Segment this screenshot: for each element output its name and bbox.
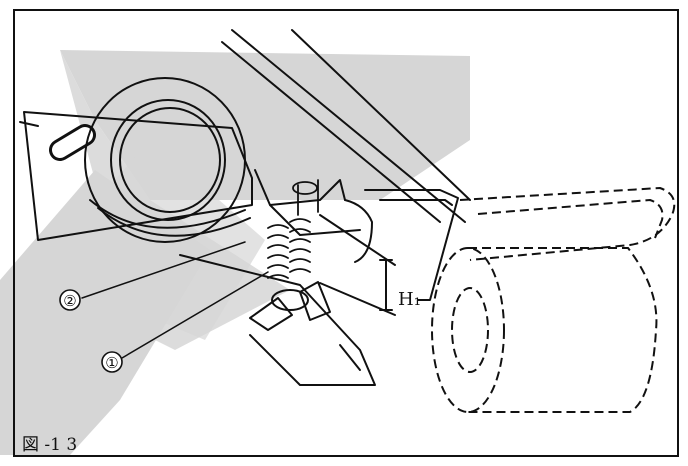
guide-plate-inner <box>379 199 453 206</box>
label-h1: H₁ <box>398 289 421 310</box>
base-plate <box>23 111 253 241</box>
watermark-band-center <box>80 140 265 340</box>
label-part-2: ② <box>63 292 76 310</box>
callout-circle-2 <box>59 289 81 311</box>
rail-line <box>221 41 441 223</box>
roller-bore <box>451 287 489 373</box>
plate-edge <box>19 121 39 127</box>
guide-plate <box>364 189 459 301</box>
bracket-arm <box>254 169 346 206</box>
callout-circle-1 <box>101 351 123 373</box>
leader-line-1 <box>121 271 269 359</box>
plate-slot <box>49 124 96 161</box>
wing-right <box>299 281 331 321</box>
wing-left <box>249 297 293 331</box>
reel-outer <box>84 77 246 243</box>
callout-1: ① <box>101 351 123 373</box>
roller-body <box>468 247 658 413</box>
figure-frame <box>13 9 679 457</box>
reel-base <box>89 199 246 229</box>
spring-left <box>267 224 289 279</box>
watermark-arrow <box>0 50 470 455</box>
roller-front <box>431 247 505 413</box>
phantom-arm <box>459 186 676 261</box>
phantom-roller <box>431 186 676 413</box>
spring-right <box>289 218 311 273</box>
spring-post <box>297 179 319 216</box>
reel-rim <box>110 99 226 221</box>
rod-collar <box>344 199 373 263</box>
reel-base-edge <box>97 207 251 237</box>
leader-line-2 <box>81 241 246 299</box>
rod <box>319 214 396 266</box>
lower-bracket <box>179 254 376 386</box>
nut-body <box>271 289 309 311</box>
spring-assembly <box>267 179 319 279</box>
spring-cap <box>292 181 318 195</box>
label-part-1: ① <box>105 354 118 372</box>
h1-dimension-ticks <box>379 259 393 311</box>
wing-nut <box>249 281 331 331</box>
rail-line <box>291 29 471 201</box>
reel-hub <box>119 107 221 213</box>
bracket-lower <box>269 204 361 236</box>
bracket-detail <box>339 344 361 371</box>
figure-caption: 図 -1 3 <box>22 435 77 455</box>
phantom-arm-inner <box>477 198 664 239</box>
callout-2: ② <box>59 289 81 311</box>
